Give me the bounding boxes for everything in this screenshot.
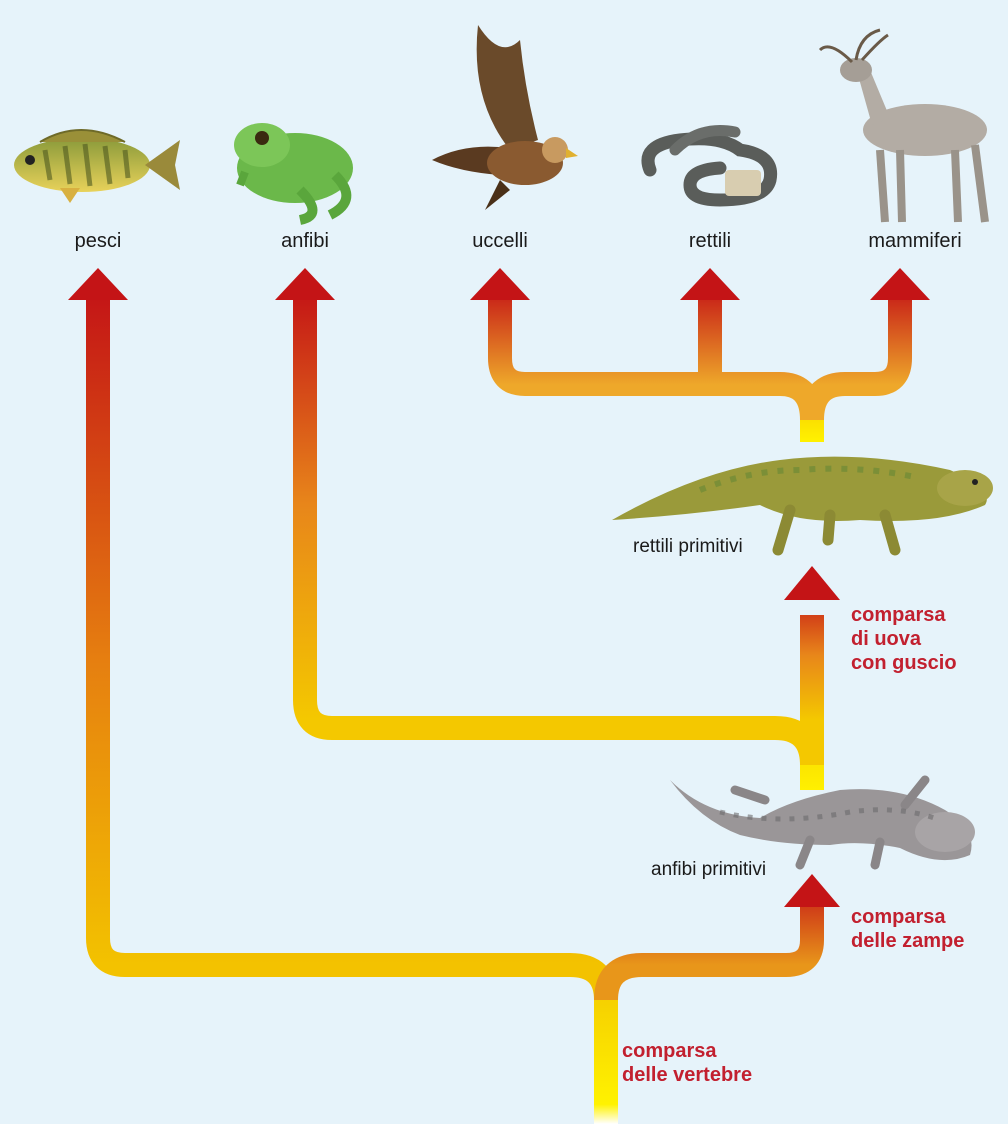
arrowhead-mammiferi <box>870 268 930 300</box>
ancestor-label-anfibi-primitivi: anfibi primitivi <box>651 859 766 881</box>
taxon-label-pesci: pesci <box>75 230 122 253</box>
arrowhead-uccelli <box>470 268 530 300</box>
arrowhead-anfibi <box>275 268 335 300</box>
arrowhead-rettili <box>680 268 740 300</box>
event-label-zampe: comparsa delle zampe <box>851 905 964 953</box>
arrowhead-zampe <box>784 874 840 907</box>
eagle-icon <box>432 25 578 210</box>
deer-icon <box>820 30 987 222</box>
taxon-label-uccelli: uccelli <box>472 230 528 253</box>
ancestor-label-rettili-primitivi: rettili primitivi <box>633 536 743 558</box>
branch-anfibi <box>275 268 812 765</box>
taxon-label-rettili: rettili <box>689 230 731 253</box>
event-label-uova: comparsa di uova con guscio <box>851 603 957 675</box>
frog-icon <box>234 123 353 220</box>
fish-icon <box>14 130 180 203</box>
branch-top-bar <box>470 268 930 420</box>
branch-zampe <box>606 874 840 1000</box>
arrowhead-pesci <box>68 268 128 300</box>
taxon-label-mammiferi: mammiferi <box>868 230 961 253</box>
taxon-label-anfibi: anfibi <box>281 230 329 253</box>
arrowhead-uova <box>784 566 840 600</box>
primitive-amphibian-icon <box>670 780 975 865</box>
event-label-vertebre: comparsa delle vertebre <box>622 1039 752 1087</box>
snake-icon <box>648 130 771 200</box>
